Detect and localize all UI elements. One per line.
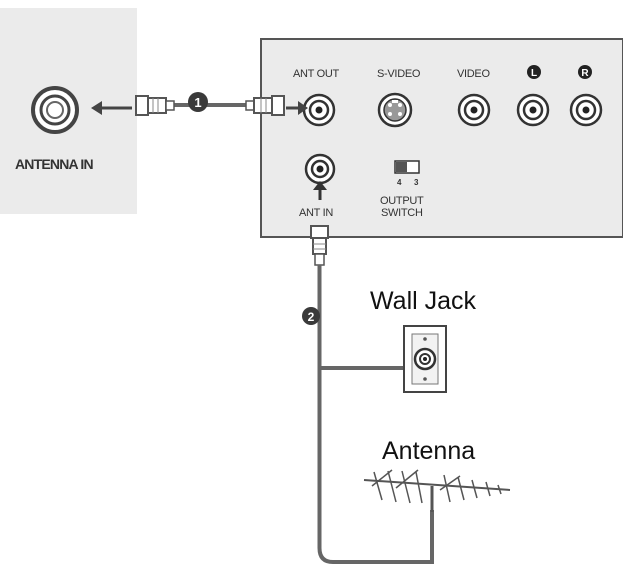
output-switch-line1: OUTPUT — [380, 195, 424, 207]
rf-cable-1 — [135, 95, 285, 116]
switch-channel-4: 4 — [397, 178, 402, 187]
wall-jack-label: Wall Jack — [370, 287, 477, 315]
video-jack-icon — [457, 93, 491, 127]
output-switch-line2: SWITCH — [381, 207, 423, 219]
step-2-marker: 2 — [302, 307, 320, 325]
step-1-marker: 1 — [188, 92, 208, 112]
ant-in-up-arrow-icon — [313, 181, 327, 200]
device-panel — [260, 38, 623, 238]
svg-text:R: R — [581, 68, 589, 79]
antenna-icon — [363, 469, 511, 512]
s-video-jack-icon — [377, 92, 413, 128]
svg-text:1: 1 — [194, 95, 201, 110]
ant-out-jack-icon — [302, 93, 336, 127]
wall-jack-icon — [403, 325, 447, 393]
ant-in-jack-icon — [304, 153, 336, 185]
rf-cable-2 — [310, 225, 434, 564]
audio-left-jack-icon — [516, 93, 550, 127]
audio-right-jack-icon — [569, 93, 603, 127]
svg-text:2: 2 — [308, 310, 315, 324]
audio-left-badge: L — [527, 65, 541, 79]
antenna-label: Antenna — [382, 437, 475, 465]
arrow-to-antenna-in-icon — [91, 101, 132, 115]
switch-channel-3: 3 — [414, 178, 419, 187]
ant-out-label: ANT OUT — [293, 68, 340, 80]
ant-in-label: ANT IN — [299, 207, 333, 219]
s-video-label: S-VIDEO — [377, 68, 421, 80]
video-label: VIDEO — [457, 68, 490, 80]
svg-text:L: L — [531, 68, 537, 79]
antenna-in-jack-icon — [31, 86, 79, 134]
output-switch-icon — [394, 160, 420, 174]
arrow-to-ant-out-icon — [286, 101, 308, 115]
audio-right-badge: R — [578, 65, 592, 79]
antenna-in-label: ANTENNA IN — [15, 156, 94, 172]
